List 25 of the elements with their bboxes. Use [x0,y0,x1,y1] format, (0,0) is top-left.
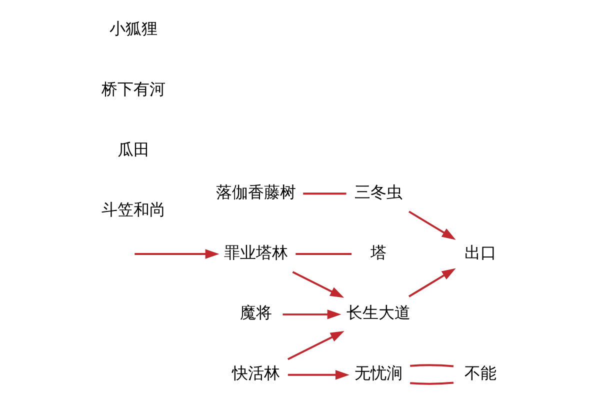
arrow [134,249,219,259]
arrow [292,271,344,298]
node-text: 快活林 [231,364,280,383]
arrow [287,370,349,380]
label: 斗笠和尚 [101,200,166,220]
node-text: 魔将 [239,303,272,322]
arrow [408,268,456,298]
arrow [408,210,456,240]
node-text: 出口 [464,242,496,262]
node-text: 不能 [464,364,496,383]
node-text: 落伽香藤树 [215,182,296,202]
node-text: 罪业塔林 [223,242,288,262]
node-text: 塔 [370,242,386,262]
arrow [282,310,341,320]
node-text: 无忧涧 [354,364,402,383]
node-text: 长生大道 [346,303,410,322]
connector [302,192,346,195]
label: 瓜田 [117,140,150,159]
arrow [286,330,344,360]
connector [410,382,454,385]
label: 小狐狸 [109,18,158,38]
node-text: 三冬虫 [354,182,402,202]
label: 桥下有河 [101,79,166,98]
connector [295,253,352,255]
connector [410,364,454,368]
